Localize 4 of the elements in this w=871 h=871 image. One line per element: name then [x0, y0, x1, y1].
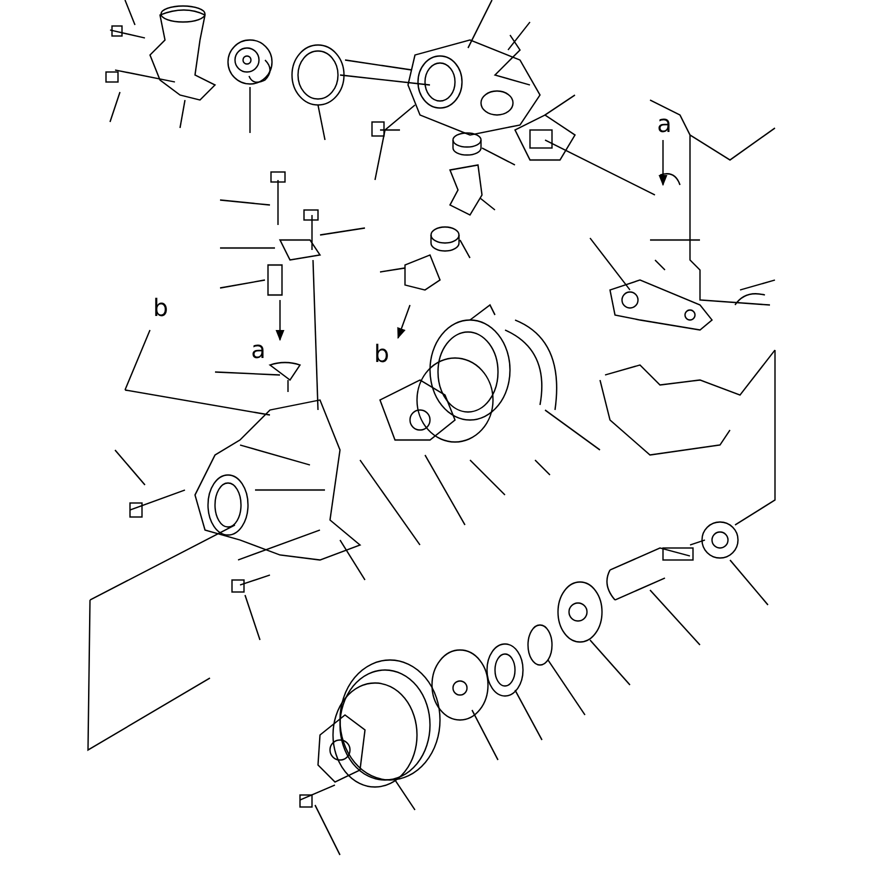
view-reference-letter: b: [374, 342, 390, 366]
view-reference-letter: a: [657, 112, 672, 136]
view-reference-letter: b: [153, 296, 168, 320]
view-reference-letter: a: [251, 338, 266, 362]
